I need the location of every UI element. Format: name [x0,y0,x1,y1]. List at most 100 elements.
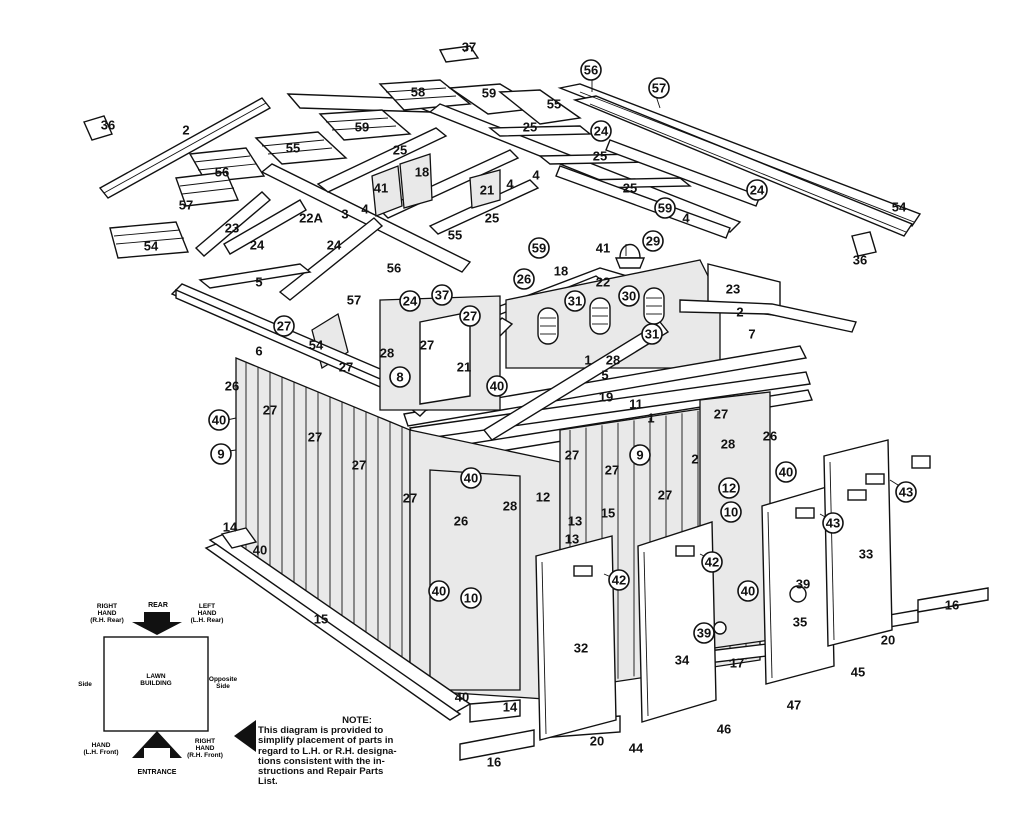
part-number-label: 59 [355,120,369,135]
rear-arrow [132,612,182,635]
part-number-label: 9 [217,447,224,462]
opp-line2: Side [216,683,230,690]
right-hand-rear-label: RIGHT HAND (R.H. Rear) [84,603,130,624]
part-number-label: 28 [503,499,517,514]
part-number-label: 44 [629,741,644,756]
part-number-label: 27 [565,448,579,463]
part-callout-circle [389,366,411,388]
part-number-label: 40 [253,543,267,558]
part-number-label: 23 [726,282,740,297]
part-number-label: 40 [464,471,478,486]
note-line: regard to L.H. or R.H. designa- [258,745,397,757]
part-number-label: 28 [721,437,735,452]
entrance-arrow [132,731,182,758]
part-number-label: 10 [724,505,738,520]
part-number-label: 24 [750,183,765,198]
part-number-label: 33 [859,547,873,562]
part-number-label: 25 [393,143,407,158]
part-number-label: 35 [793,615,807,630]
roof-parts [83,45,922,370]
part-number-label: 19 [599,390,613,405]
part-number-label: 56 [215,165,229,180]
part-number-label: 27 [339,360,353,375]
part-number-label: 1 [584,353,591,368]
part-number-label: 40 [779,465,793,480]
part-callout-circle [701,551,723,573]
lhr-line2: HAND [197,610,217,617]
part-number-label: 57 [652,81,666,96]
opposite-side-label: Opposite Side [206,676,240,690]
part-number-label: 2 [736,305,743,320]
part-callout-circle [608,569,630,591]
part-number-label: 2 [691,452,698,467]
part-number-label: 1 [647,411,654,426]
part-number-label: 25 [623,181,637,196]
part-number-label: 7 [748,327,755,342]
part-number-label: 32 [574,641,588,656]
part-callout-circle [720,501,742,523]
part-number-label: 43 [826,516,840,531]
part-callout-circle [564,290,586,312]
part-number-label: 27 [277,319,291,334]
part-number-label: 9 [636,448,643,463]
part-number-label: 18 [554,264,568,279]
part-number-label: 22 [596,275,610,290]
part-callout-circle [775,461,797,483]
part-callout-circle [459,305,481,327]
part-number-label: 24 [403,294,418,309]
part-number-label: 26 [763,429,777,444]
part-number-label: 24 [250,238,265,253]
part-callout-circle [513,268,535,290]
part-number-label: 27 [605,463,619,478]
part-number-label: 11 [629,397,643,412]
part-number-label: 31 [645,327,659,342]
rear-label: REAR [148,602,168,609]
part-number-label: 40 [212,413,226,428]
part-callout-circle [618,285,640,307]
left-hand-front-label: HAND (L.H. Front) [76,742,126,756]
part-number-label: 40 [490,379,504,394]
part-number-label: 42 [612,573,626,588]
part-number-label: 42 [705,555,719,570]
part-callout-circle [746,179,768,201]
part-number-label: 23 [225,221,239,236]
part-number-label: 26 [454,514,468,529]
part-number-label: 46 [717,722,731,737]
part-callout-circle [486,375,508,397]
part-number-label: 56 [584,63,598,78]
part-number-label: 22A [299,211,323,226]
part-number-label: 57 [179,198,193,213]
part-callout-circle [431,284,453,306]
part-callout-circle [737,580,759,602]
part-number-label: 2 [182,123,189,138]
opp-line1: Opposite [208,676,238,683]
part-number-label: 4 [361,202,369,217]
part-number-label: 26 [517,272,531,287]
note-line: List. [258,776,278,788]
part-callout-circle [208,409,230,431]
part-callout-circle [590,120,612,142]
part-number-label: 26 [225,379,239,394]
rhf-line2: HAND [195,745,215,752]
rhf-line3: (R.H. Front) [187,752,223,759]
part-number-label: 40 [455,690,469,705]
part-callout-circle [460,587,482,609]
part-callout-circle [654,197,676,219]
rhf-line1: RIGHT [194,738,216,745]
lhr-line1: LEFT [198,603,216,610]
part-callout-circle [273,315,295,337]
part-number-label: 6 [255,344,262,359]
part-number-label: 41 [374,181,388,196]
part-number-label: 40 [432,584,446,599]
part-number-label: 24 [594,124,609,139]
left-hand-rear-label: LEFT HAND (L.H. Rear) [184,603,230,624]
part-number-label: 15 [314,612,328,627]
part-number-label: 37 [462,40,476,55]
part-number-label: 28 [606,353,620,368]
part-number-label: 37 [435,288,449,303]
rhr-line1: RIGHT [96,603,118,610]
part-callout-circle [428,580,450,602]
part-number-label: 29 [646,234,660,249]
part-number-label: 47 [787,698,801,713]
lhf-line1: HAND [91,742,111,749]
